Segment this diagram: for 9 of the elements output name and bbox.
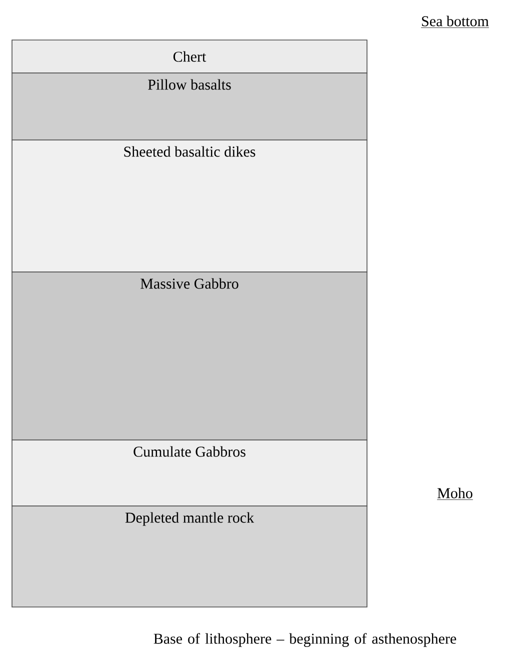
rock-layer: Depleted mantle rock [12, 506, 368, 608]
layer-label: Base of lithosphere – beginning of asthenosphere [154, 633, 456, 647]
layer-label: Sea bottom [420, 16, 490, 28]
rock-layer: Cumulate Gabbros [12, 440, 368, 506]
rock-layer: Chert [12, 40, 368, 74]
rock-layer: Sheeted basaltic dikes [12, 140, 368, 272]
rock-layer: Massive Gabbro [12, 272, 368, 440]
rock-layer: Pillow basalts [12, 72, 368, 140]
layer-label: Moho [436, 488, 474, 500]
